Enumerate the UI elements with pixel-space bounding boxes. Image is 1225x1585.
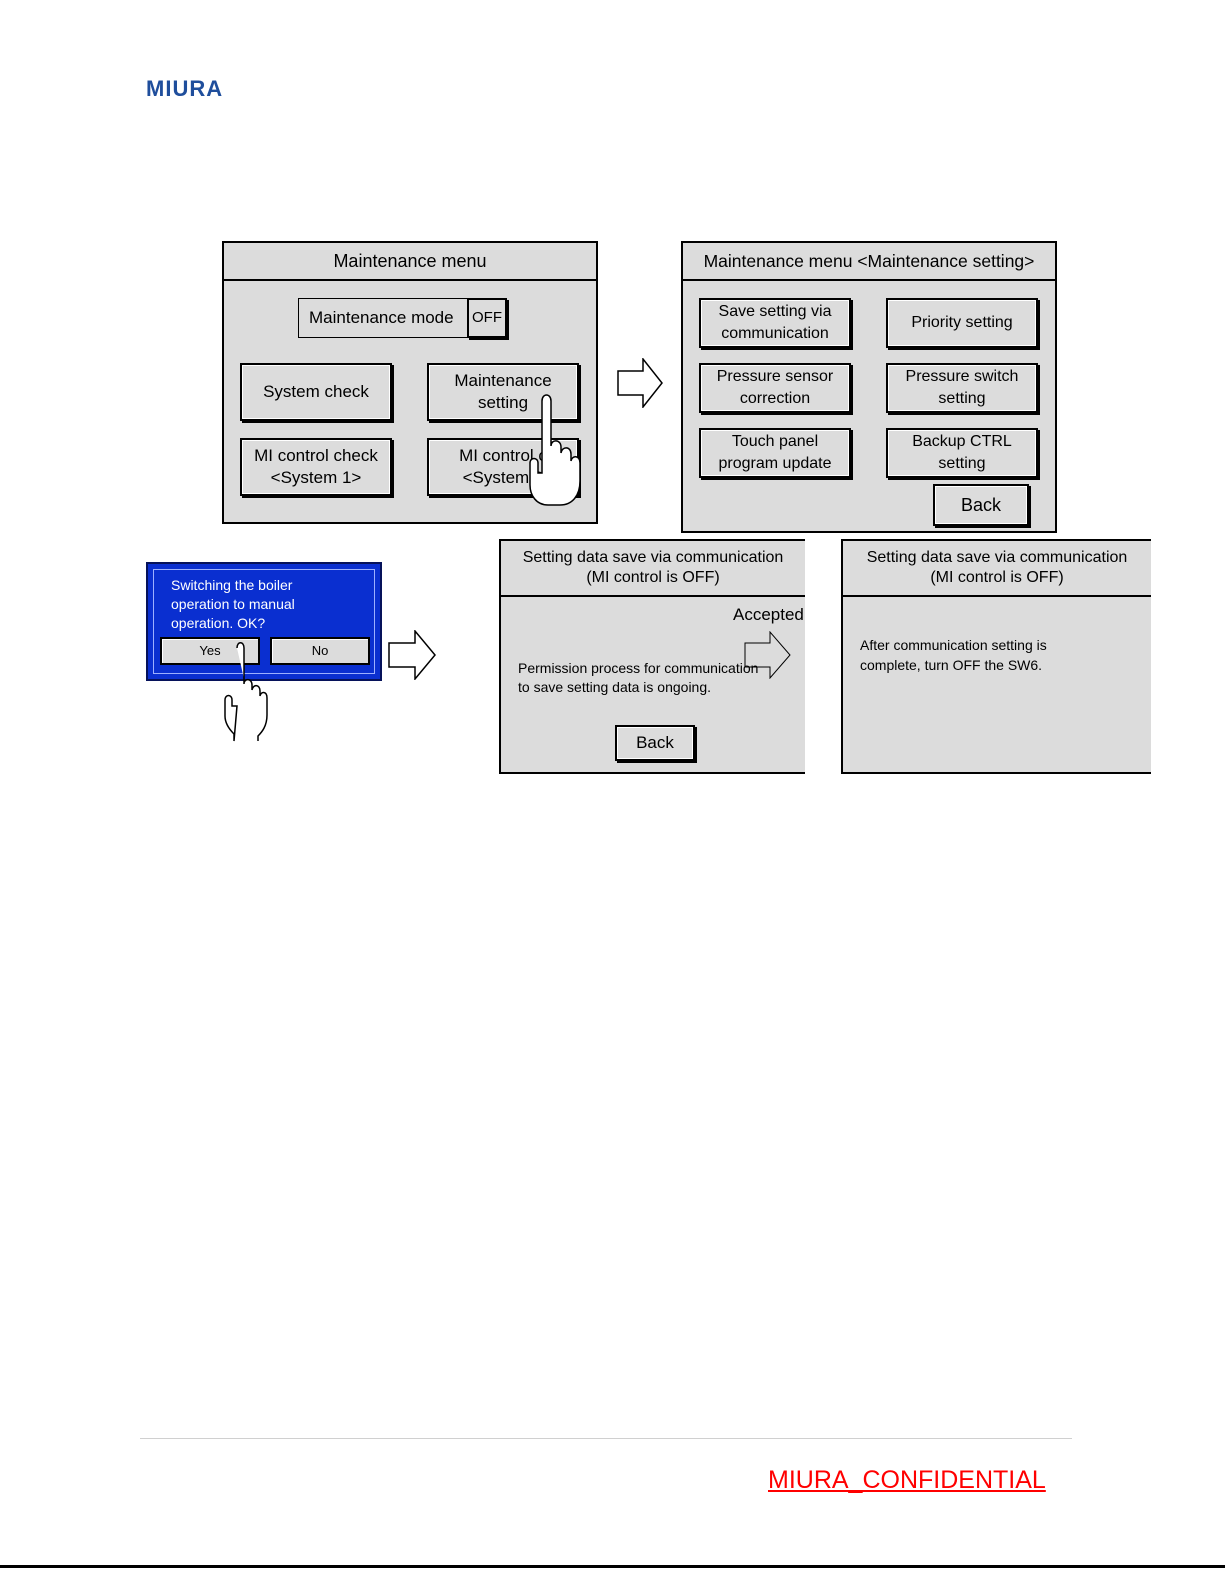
panel-title: Maintenance menu <Maintenance setting> bbox=[683, 243, 1055, 281]
logo-text: MIURA bbox=[146, 76, 224, 101]
button-line-1: Backup CTRL bbox=[912, 433, 1012, 450]
panel-message: After communication setting is complete,… bbox=[860, 635, 1047, 675]
button-line-2: setting bbox=[938, 455, 986, 472]
message-line-2: complete, turn OFF the SW6. bbox=[860, 657, 1043, 673]
save-setting-via-communication-button[interactable]: Save setting via communication bbox=[699, 298, 851, 348]
dialog-message: Switching the boiler operation to manual… bbox=[171, 576, 295, 633]
back-button[interactable]: Back bbox=[933, 484, 1029, 526]
maintenance-mode-row: Maintenance mode OFF bbox=[298, 298, 507, 338]
page-bottom-border bbox=[0, 1565, 1225, 1568]
arrow-right-icon bbox=[744, 631, 791, 679]
button-line-2: <System 2 bbox=[462, 468, 544, 487]
panel-title-line-1: Setting data save via communication bbox=[866, 549, 1128, 566]
dialog-line-2: operation to manual bbox=[171, 596, 295, 612]
panel-title-line-1: Setting data save via communication bbox=[522, 549, 784, 566]
setting-data-save-panel: Setting data save via communication (MI … bbox=[499, 539, 805, 774]
back-label: Back bbox=[960, 495, 1002, 515]
no-button[interactable]: No bbox=[270, 637, 370, 665]
button-line-1: Pressure switch bbox=[905, 368, 1019, 385]
system-check-button[interactable]: System check bbox=[240, 363, 392, 421]
panel-title-line-2: (MI control is OFF) bbox=[586, 569, 720, 586]
dialog-line-3: operation. OK? bbox=[171, 615, 266, 631]
button-line-2: communication bbox=[721, 325, 829, 342]
button-line-1: Maintenance bbox=[454, 371, 552, 390]
system-check-label: System check bbox=[263, 382, 369, 401]
maintenance-setting-button[interactable]: Maintenance setting bbox=[427, 363, 579, 421]
hand-pointer-icon bbox=[224, 642, 268, 742]
maintenance-mode-value: OFF bbox=[472, 309, 502, 326]
accepted-status: Accepted bbox=[733, 605, 804, 624]
button-line-2: correction bbox=[739, 390, 811, 407]
communication-complete-panel: Setting data save via communication (MI … bbox=[841, 539, 1151, 774]
button-line-2: setting bbox=[938, 390, 986, 407]
panel-title-line-2: (MI control is OFF) bbox=[930, 569, 1064, 586]
maintenance-mode-toggle[interactable]: OFF bbox=[467, 298, 507, 338]
no-label: No bbox=[311, 643, 329, 658]
priority-setting-label: Priority setting bbox=[911, 314, 1013, 331]
backup-ctrl-setting-button[interactable]: Backup CTRL setting bbox=[886, 428, 1038, 478]
dialog-frame bbox=[153, 569, 375, 674]
arrow-right-icon bbox=[388, 630, 436, 680]
touch-panel-program-update-button[interactable]: Touch panel program update bbox=[699, 428, 851, 478]
back-label: Back bbox=[636, 733, 674, 752]
panel-title: Setting data save via communication (MI … bbox=[501, 541, 805, 597]
button-line-1: Save setting via bbox=[718, 303, 832, 320]
footer-divider bbox=[140, 1438, 1072, 1439]
button-line-2: program update bbox=[718, 455, 832, 472]
button-line-1: MI control check bbox=[254, 446, 378, 465]
priority-setting-button[interactable]: Priority setting bbox=[886, 298, 1038, 348]
hand-pointer-icon bbox=[529, 394, 581, 506]
message-line-2: to save setting data is ongoing. bbox=[518, 679, 712, 695]
button-line-2: <System 1> bbox=[270, 468, 362, 487]
maintenance-mode-label: Maintenance mode bbox=[309, 308, 454, 327]
confidential-label: MIURA_CONFIDENTIAL bbox=[768, 1466, 1046, 1494]
panel-message: Permission process for communication to … bbox=[518, 659, 758, 697]
button-line-1: MI control c bbox=[459, 446, 547, 465]
button-line-2: setting bbox=[477, 393, 529, 412]
mi-control-check-system1-button[interactable]: MI control check <System 1> bbox=[240, 438, 392, 496]
message-line-1: After communication setting is bbox=[860, 637, 1047, 653]
button-line-1: Touch panel bbox=[731, 433, 819, 450]
button-line-1: Pressure sensor bbox=[716, 368, 834, 385]
pressure-switch-setting-button[interactable]: Pressure switch setting bbox=[886, 363, 1038, 413]
maintenance-setting-panel: Maintenance menu <Maintenance setting> S… bbox=[681, 241, 1057, 533]
maintenance-menu-panel: Maintenance menu Maintenance mode OFF Sy… bbox=[222, 241, 598, 524]
message-line-1: Permission process for communication bbox=[518, 660, 759, 676]
back-button[interactable]: Back bbox=[615, 725, 695, 761]
panel-title: Setting data save via communication (MI … bbox=[843, 541, 1151, 597]
panel-title: Maintenance menu bbox=[224, 243, 596, 281]
arrow-right-icon bbox=[617, 358, 663, 408]
miura-logo: MIURA bbox=[146, 74, 258, 104]
dialog-line-1: Switching the boiler bbox=[171, 577, 293, 593]
yes-label: Yes bbox=[199, 643, 221, 658]
pressure-sensor-correction-button[interactable]: Pressure sensor correction bbox=[699, 363, 851, 413]
